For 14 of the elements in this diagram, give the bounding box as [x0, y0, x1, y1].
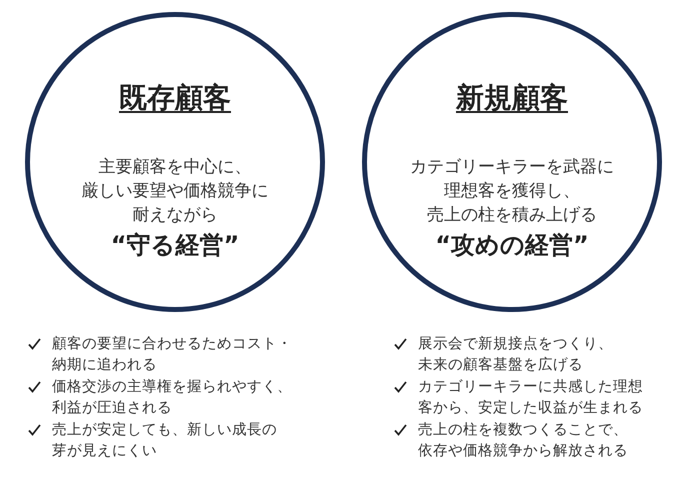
description: カテゴリーキラーを武器に理想客を獲得し、売上の柱を積み上げる: [409, 156, 615, 227]
bullet-text: 売上が安定しても、新しい成長の芽が見えにくい: [52, 420, 277, 461]
slogan: “攻めの経営”: [434, 230, 590, 261]
bullet-text: 売上の柱を複数つくることで、依存や価格競争から解放される: [418, 421, 628, 461]
description: 主要顧客を中心に、厳しい要望や価格競争に耐えながら: [80, 156, 270, 227]
bullet-text: 顧客の要望に合わせるためコスト・納期に追われる: [52, 334, 292, 375]
circle: [362, 12, 662, 312]
bullet-text: カテゴリーキラーに共感した理想客から、安定した収益が生まれる: [418, 378, 643, 418]
circle: [25, 12, 325, 312]
slogan: “守る経営”: [110, 230, 240, 261]
heading: 既存顧客: [119, 81, 231, 114]
bullet-text: 価格交渉の主導権を握られやすく、利益が圧迫される: [52, 378, 292, 418]
heading: 新規顧客: [456, 81, 568, 114]
bullet-text: 展示会で新規接点をつくり、未来の顧客基盤を広げる: [418, 334, 613, 375]
